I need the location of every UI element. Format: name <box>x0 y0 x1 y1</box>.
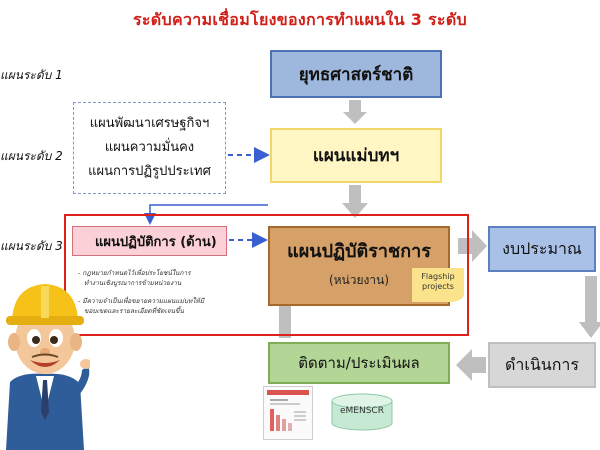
arrow-budget-to-execution <box>579 276 600 338</box>
arrow-execution-to-monitoring <box>456 349 486 381</box>
page-title: ระดับความเชื่อมโยงของการทำแผนใน 3 ระดับ <box>133 10 467 29</box>
note-line-2: ทำงานเชิงบูรณาการข้ามหน่วยงาน <box>84 279 182 287</box>
plan-security: แผนความมั่นคง <box>104 140 195 155</box>
engineer-mascot-icon <box>6 284 90 450</box>
action-plan-title: แผนปฏิบัติราชการ <box>287 241 431 262</box>
master-plan-box: แผนแม่บทฯ <box>270 128 442 183</box>
note-line-3: - มีความจำเป็นเพื่อขยายความแผนแม่บทให้มี <box>78 297 205 305</box>
note-line-1: - กฎหมายกำหนดไว้เพื่อประโยชน์ในการ <box>78 269 191 277</box>
note-line-4: ขอบเขตและรายละเอียดที่ชัดเจนขึ้น <box>84 307 184 315</box>
execution-box: ดำเนินการ <box>488 342 596 388</box>
level-2-label: แผนระดับ 2 <box>0 149 63 163</box>
level2-plans-box: แผนพัฒนาเศรษฐกิจฯ แผนความมั่นคง แผนการปฏ… <box>73 102 226 194</box>
level-3-label: แผนระดับ 3 <box>0 239 63 253</box>
budget-box: งบประมาณ <box>488 226 596 272</box>
level-1-label: แผนระดับ 1 <box>0 68 63 82</box>
flagship-line-2: projects <box>422 282 454 291</box>
flagship-line-1: Flagship <box>421 272 455 281</box>
arrow-master-to-action <box>342 185 368 218</box>
arrow-master-to-dept <box>144 204 268 225</box>
plan-reform: แผนการปฏิรูปประเทศ <box>88 164 211 179</box>
action-plan-subtitle: (หน่วยงาน) <box>328 273 390 287</box>
arrow-action-to-budget <box>458 230 487 262</box>
monitoring-box: ติดตาม/ประเมินผล <box>268 342 450 384</box>
dept-action-plan-box: แผนปฏิบัติการ (ด้าน) <box>72 226 227 256</box>
level-3-frame <box>64 214 469 336</box>
strategy-box: ยุทธศาสตร์ชาติ <box>270 50 442 98</box>
plan-economic: แผนพัฒนาเศรษฐกิจฯ <box>89 116 210 131</box>
flagship-note: Flagship projects <box>412 268 464 302</box>
emenscr-label: eMENSCR <box>340 406 384 416</box>
report-document-icon <box>263 386 313 440</box>
database-icon <box>331 393 393 431</box>
arrow-strategy-to-master <box>343 100 367 124</box>
action-plan-box: แผนปฏิบัติราชการ (หน่วยงาน) <box>268 226 450 306</box>
